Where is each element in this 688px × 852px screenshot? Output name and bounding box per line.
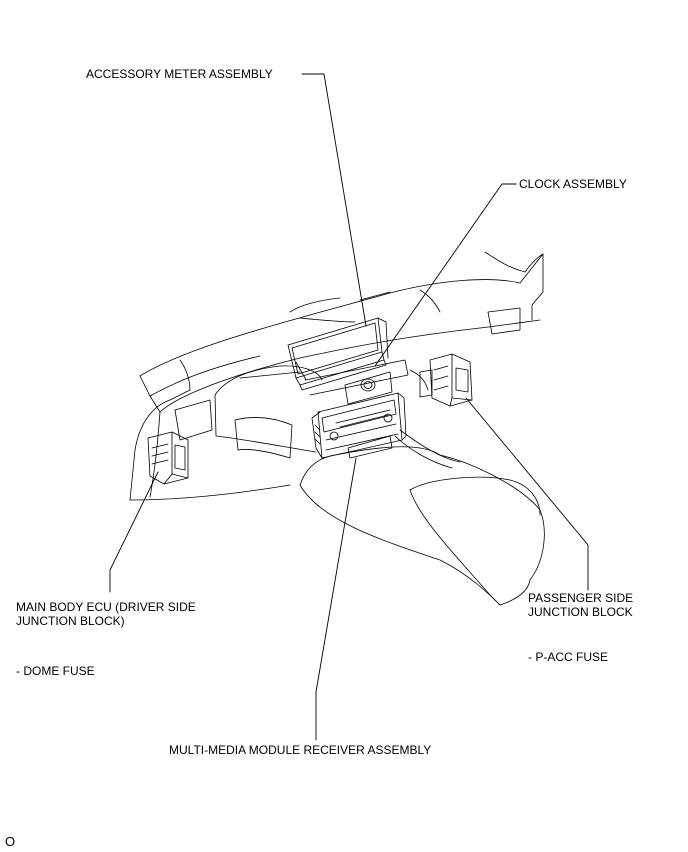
label-main-body-ecu-line1: MAIN BODY ECU (DRIVER SIDE bbox=[16, 600, 196, 614]
label-accessory-meter: ACCESSORY METER ASSEMBLY bbox=[86, 67, 273, 81]
label-passenger-side-line2: JUNCTION BLOCK bbox=[528, 605, 633, 619]
leader-accessory-meter bbox=[301, 73, 367, 327]
leader-passenger-junction bbox=[465, 397, 589, 591]
accessory-meter-shape bbox=[287, 317, 389, 391]
driver-junction-block-shape bbox=[147, 431, 189, 485]
dashboard-outline bbox=[129, 251, 545, 606]
label-passenger-side-line1: PASSENGER SIDE bbox=[528, 591, 634, 605]
label-p-acc-fuse: - P-ACC FUSE bbox=[528, 650, 609, 664]
clock-shape bbox=[304, 359, 409, 405]
label-main-body-ecu-line2: JUNCTION BLOCK) bbox=[16, 614, 125, 628]
label-clock: CLOCK ASSEMBLY bbox=[519, 177, 627, 191]
leader-main-body-ecu bbox=[109, 471, 159, 593]
figure-code: O bbox=[5, 834, 16, 849]
leader-clock bbox=[374, 183, 517, 367]
leader-multimedia bbox=[315, 457, 357, 741]
multimedia-receiver-shape bbox=[311, 392, 407, 459]
label-dome-fuse: - DOME FUSE bbox=[16, 664, 95, 678]
passenger-junction-block-shape bbox=[429, 353, 473, 407]
leader-lines bbox=[109, 73, 589, 741]
label-multimedia-receiver: MULTI-MEDIA MODULE RECEIVER ASSEMBLY bbox=[169, 743, 432, 757]
